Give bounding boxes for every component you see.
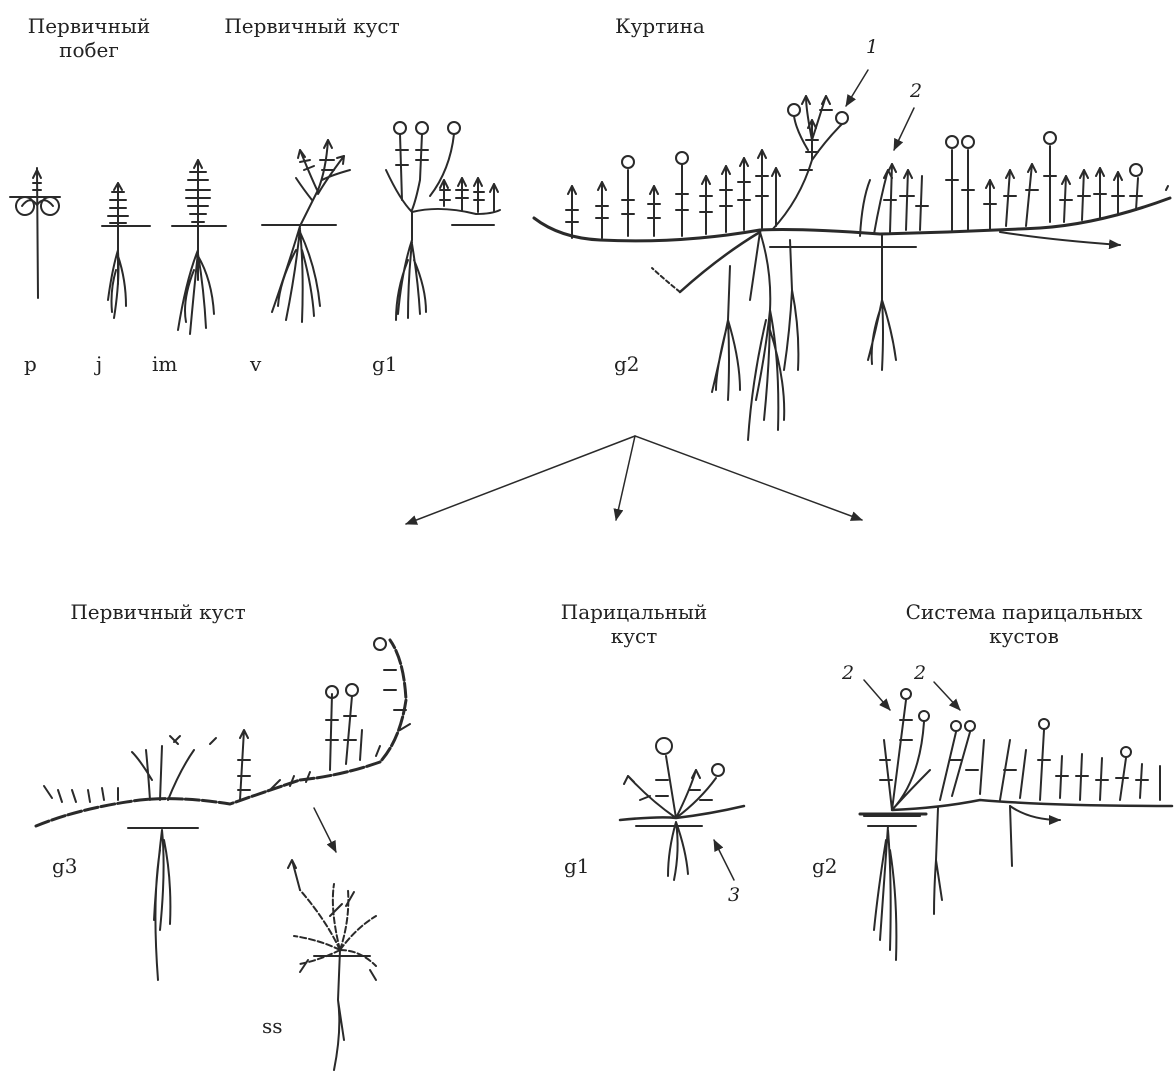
stage-j: j [96,352,102,376]
plant-g1-bottom [620,738,744,880]
plant-ss [288,860,376,1070]
stage-ss: ss [262,1014,283,1038]
plant-g2-bottom [860,689,1172,960]
stage-g3: g3 [52,854,78,878]
marker-2-top: 2 [910,80,922,102]
marker-1: 1 [866,36,878,58]
stage-g2-top: g2 [614,352,640,376]
stage-g1-top: g1 [372,352,398,376]
pointer-arrow-2-top [894,108,914,150]
plant-p [10,168,62,298]
heading-parietal-system: Система парицальных кустов [888,600,1160,648]
pointer-arrow-1 [846,70,868,106]
heading-parietal-bush: Парицальный куст [544,600,724,648]
marker-2-right: 2 [914,662,926,684]
pointer-arrow-2-right [934,682,960,710]
plant-v [262,140,350,322]
stage-g1-bottom: g1 [564,854,590,878]
plant-j [102,183,150,318]
stage-g2-bottom: g2 [812,854,838,878]
plant-g1-top [386,122,500,320]
pointer-arrow-2-left [864,680,890,710]
heading-primary-bush-bottom: Первичный куст [58,600,258,624]
plant-im [172,160,226,334]
plant-g3 [36,638,410,980]
stage-im: im [152,352,177,376]
pointer-arrow-3 [714,840,734,880]
marker-2-left: 2 [842,662,854,684]
heading-primary-bush-top: Первичный куст [212,14,412,38]
stage-p: p [24,352,37,376]
arrow-to-parietal-system [635,436,862,520]
arrow-to-ss [314,808,336,852]
plant-g2-top [534,96,1170,440]
stage-v: v [250,352,261,376]
arrow-to-primary-bush [406,436,635,524]
marker-3: 3 [728,884,740,906]
heading-primary-shoot: Первичный побег [14,14,164,62]
arrow-to-parietal-bush [616,436,635,520]
heading-kurtina: Куртина [600,14,720,38]
